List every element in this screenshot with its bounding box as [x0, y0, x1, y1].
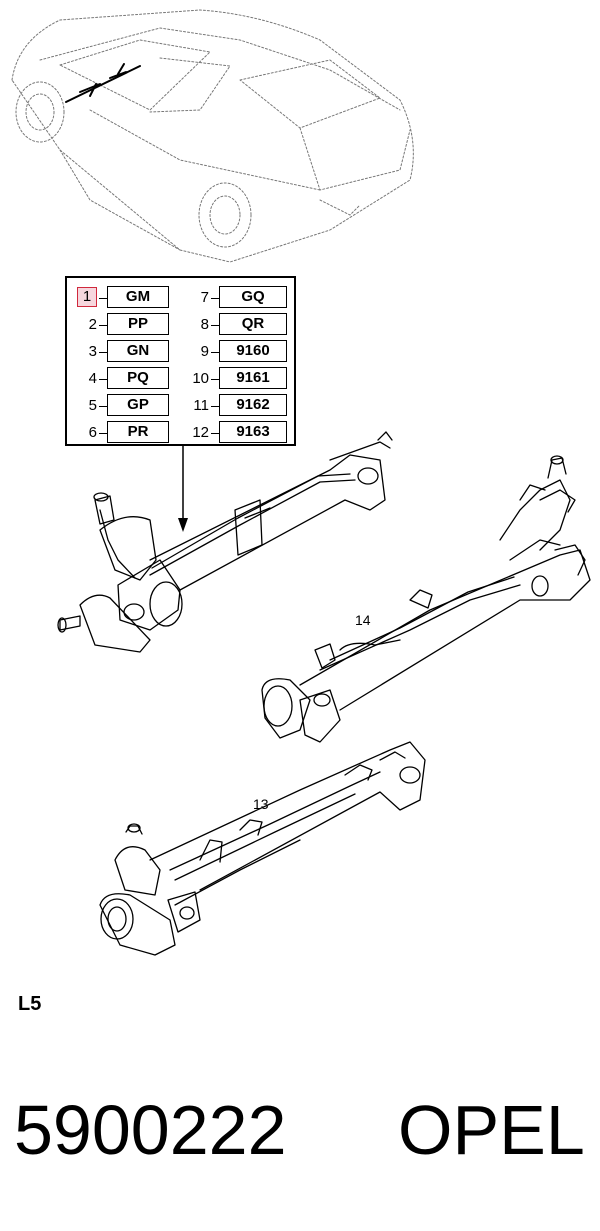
callout-label: 14	[355, 612, 371, 628]
legend-code: GQ	[219, 286, 287, 308]
part-number: 5900222	[14, 1091, 287, 1169]
legend-leader-line	[99, 325, 107, 326]
legend-row: 5 GP	[73, 394, 177, 418]
engine-label: L5	[18, 993, 42, 1015]
legend-number: 12	[192, 424, 209, 441]
legend-row: 4 PQ	[73, 367, 177, 391]
legend-code: 9163	[219, 421, 287, 443]
legend-number: 7	[200, 289, 209, 306]
legend-number: 5	[88, 397, 97, 414]
steering-rack-main	[57, 431, 393, 653]
legend-leader-line	[211, 379, 219, 380]
legend-number: 8	[200, 316, 209, 333]
steering-rack-variant-13	[99, 741, 426, 956]
legend-code: GN	[107, 340, 169, 362]
legend-code: GP	[107, 394, 169, 416]
legend-row: 6 PR	[73, 421, 177, 445]
legend-number: 1	[77, 287, 97, 307]
legend-code: 9160	[219, 340, 287, 362]
legend-number: 10	[192, 370, 209, 387]
legend-leader-line	[211, 433, 219, 434]
car-rack-location	[65, 63, 141, 103]
legend-leader-line	[211, 352, 219, 353]
legend-leader-line	[99, 352, 107, 353]
legend-code: QR	[219, 313, 287, 335]
legend-row: 11 9162	[185, 394, 291, 418]
legend-number: 2	[88, 316, 97, 333]
legend-code: 9161	[219, 367, 287, 389]
legend-leader-line	[211, 325, 219, 326]
legend-leader-line	[211, 298, 219, 299]
legend-row: 2 PP	[73, 313, 177, 337]
legend-leader-line	[211, 406, 219, 407]
legend-arrow	[178, 445, 188, 532]
callout-label: 13	[253, 796, 269, 812]
legend-row: 8 QR	[185, 313, 291, 337]
legend-number: 6	[88, 424, 97, 441]
legend-leader-line	[99, 379, 107, 380]
legend-row: 1 GM	[73, 286, 177, 310]
legend-row: 9 9160	[185, 340, 291, 364]
legend-table: 1 GM 2 PP 3 GN 4 PQ 5 GP 6 PR 7 GQ 8 QR …	[65, 276, 296, 446]
legend-row: 12 9163	[185, 421, 291, 445]
car-phantom-illustration	[11, 9, 414, 263]
steering-rack-diagram	[11, 9, 591, 956]
legend-code: PR	[107, 421, 169, 443]
legend-code: GM	[107, 286, 169, 308]
legend-number: 11	[193, 397, 209, 414]
legend-code: PQ	[107, 367, 169, 389]
legend-code: 9162	[219, 394, 287, 416]
legend-leader-line	[99, 406, 107, 407]
legend-leader-line	[99, 298, 107, 299]
legend-code: PP	[107, 313, 169, 335]
steering-rack-variant-14	[261, 455, 591, 743]
legend-number: 4	[88, 370, 97, 387]
legend-row: 10 9161	[185, 367, 291, 391]
legend-number: 9	[200, 343, 209, 360]
brand-name: OPEL	[398, 1091, 585, 1169]
legend-row: 7 GQ	[185, 286, 291, 310]
legend-number: 3	[88, 343, 97, 360]
legend-leader-line	[99, 433, 107, 434]
legend-row: 3 GN	[73, 340, 177, 364]
